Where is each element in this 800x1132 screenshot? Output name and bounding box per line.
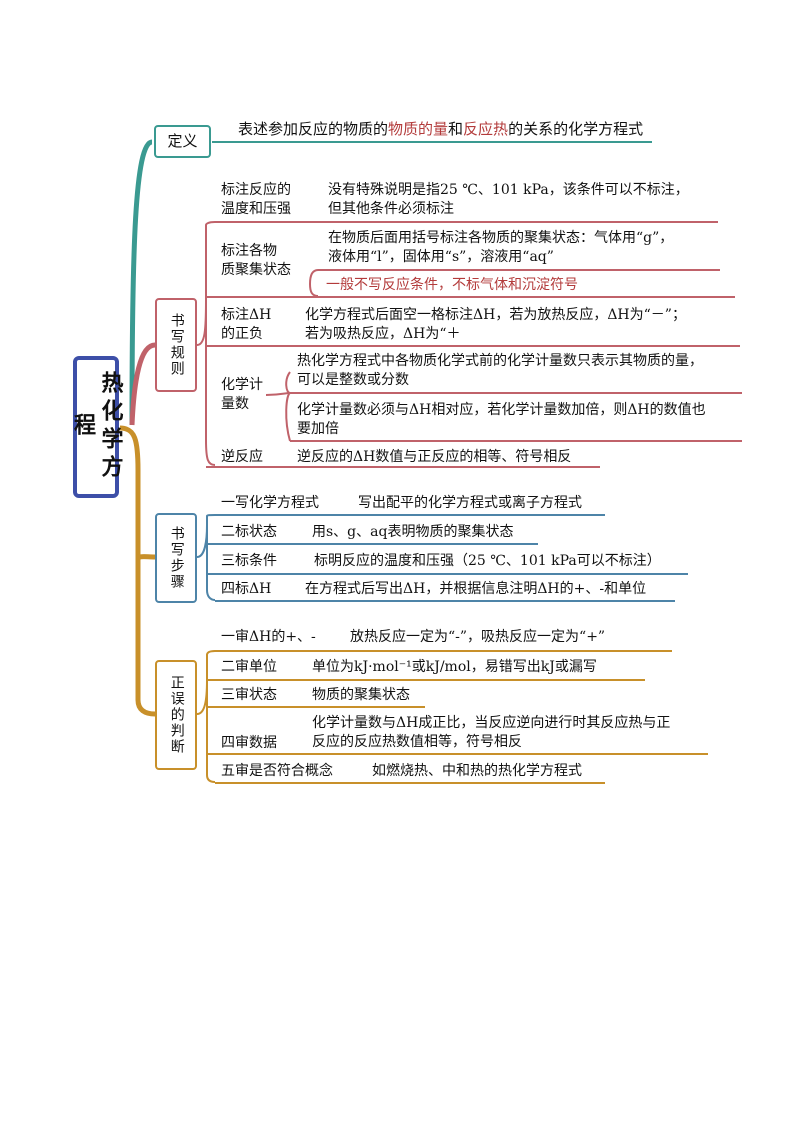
step-label-3: 三标条件: [221, 553, 277, 569]
rule-text-reverse: 逆反应的ΔH数值与正反应的相等、符号相反: [297, 449, 572, 465]
root-node: 热化学方程: [70, 356, 124, 498]
step-label-1: 一写化学方程式: [221, 495, 319, 511]
rule-label-coefficient: 化学计 量数: [221, 377, 263, 412]
judgment-label-2: 二审单位: [221, 659, 277, 675]
rule-label-dh: 标注ΔH 的正负: [221, 307, 272, 342]
step-text-3: 标明反应的温度和压强（25 ℃、101 kPa可以不标注）: [314, 553, 661, 569]
definition-node: 定义: [154, 125, 211, 158]
judgment-label-4: 四审数据: [221, 735, 277, 751]
writing-rules-node: 书写规则: [155, 298, 197, 392]
rule-label-state: 标注各物 质聚集状态: [221, 243, 291, 278]
rule-text-dh: 化学方程式后面空一格标注ΔH，若为放热反应，ΔH为“－”； 若为吸热反应，ΔH为…: [305, 307, 686, 342]
judgment-text-5: 如燃烧热、中和热的热化学方程式: [372, 763, 582, 779]
rule-note-state: 一般不写反应条件，不标气体和沉淀符号: [326, 277, 578, 293]
rule-text-conditions: 没有特殊说明是指25 ℃、101 kPa，该条件可以不标注， 但其他条件必须标注: [328, 182, 689, 217]
rule-text-coefficient-1: 热化学方程式中各物质化学式前的化学计量数只表示其物质的量， 可以是整数或分数: [297, 353, 703, 388]
definition-text: 表述参加反应的物质的物质的量和反应热的关系的化学方程式: [238, 120, 644, 138]
judgment-label-3: 三审状态: [221, 687, 277, 703]
rule-label-conditions: 标注反应的 温度和压强: [221, 182, 291, 217]
rule-text-coefficient-2: 化学计量数必须与ΔH相对应，若化学计量数加倍，则ΔH的数值也 要加倍: [297, 402, 706, 437]
judgment-text-3: 物质的聚集状态: [312, 687, 410, 703]
judgment-node: 正误的判断: [155, 660, 197, 770]
branch-rules: [129, 342, 156, 426]
step-text-4: 在方程式后写出ΔH，并根据信息注明ΔH的+、-和单位: [305, 581, 647, 597]
step-text-1: 写出配平的化学方程式或离子方程式: [358, 495, 582, 511]
step-text-2: 用s、g、aq表明物质的聚集状态: [312, 524, 514, 540]
judgment-label-5: 五审是否符合概念: [221, 763, 333, 779]
definition-label: 定义: [167, 132, 198, 151]
judgment-text-2: 单位为kJ·mol⁻¹或kJ/mol，易错写出kJ或漏写: [312, 659, 597, 675]
rule-text-state: 在物质后面用括号标注各物质的聚集状态：气体用“g”， 液体用“l”，固体用“s”…: [328, 230, 674, 265]
rule-label-reverse: 逆反应: [221, 449, 263, 465]
judgment-text-4: 化学计量数与ΔH成正比，当反应逆向进行时其反应热与正 反应的反应热数值相等，符号…: [312, 715, 671, 750]
step-label-2: 二标状态: [221, 524, 277, 540]
writing-steps-node: 书写步骤: [155, 513, 197, 603]
branch-definition: [129, 139, 153, 426]
step-label-4: 四标ΔH: [221, 581, 272, 597]
judgment-label-1: 一审ΔH的+、-: [221, 629, 316, 645]
judgment-text-1: 放热反应一定为“-”，吸热反应一定为“+”: [350, 629, 606, 645]
branch-judgment: [135, 470, 156, 717]
